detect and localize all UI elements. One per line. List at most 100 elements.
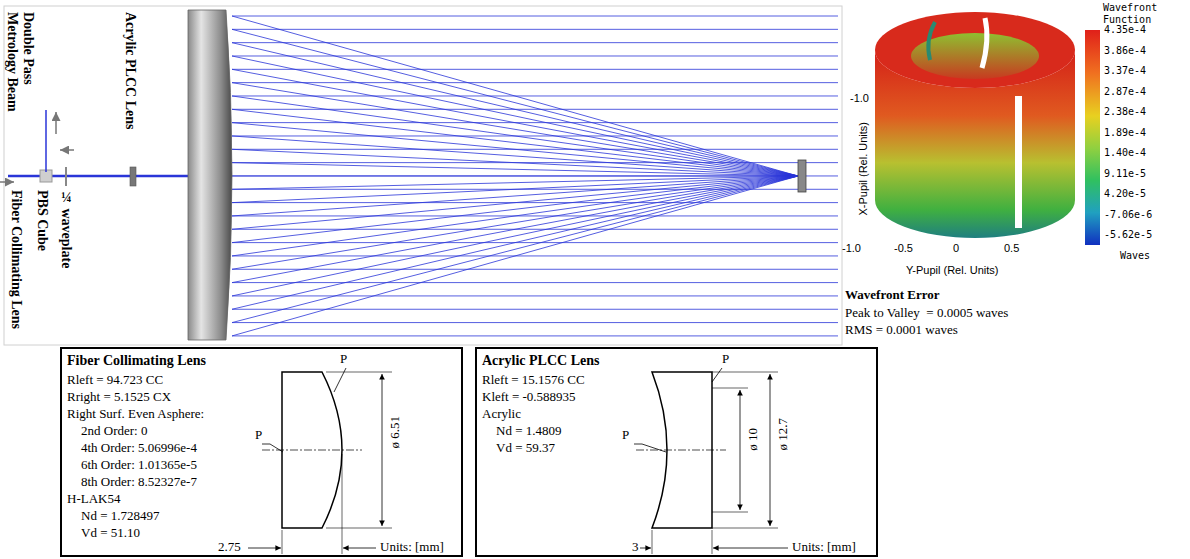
spec-line: 8th Order: 8.52327e-7 bbox=[81, 475, 197, 490]
component-label: ¼ waveplate bbox=[58, 190, 74, 268]
result-value: RMS = 0.0001 waves bbox=[845, 323, 958, 338]
collimated-ray bbox=[232, 95, 838, 96]
units-note: Units: [mm] bbox=[792, 540, 856, 555]
axis-tick: -1.0 bbox=[842, 242, 861, 255]
collimated-ray bbox=[232, 202, 838, 203]
spec-line: Rright = 5.1525 CX bbox=[67, 390, 171, 405]
converging-ray bbox=[232, 176, 798, 229]
fiber-lens-drawing bbox=[248, 368, 392, 554]
dimension: ø 10 bbox=[746, 428, 761, 451]
collimated-ray bbox=[232, 282, 838, 283]
component-label: PBS Cube bbox=[34, 190, 50, 251]
converging-ray bbox=[232, 109, 798, 176]
component-label: Double Pass Metrology Beam bbox=[4, 12, 36, 137]
surface-mark: P bbox=[722, 352, 729, 367]
spec-line: Vd = 59.37 bbox=[496, 441, 555, 456]
spec-line: Nd = 1.4809 bbox=[496, 424, 561, 439]
dimension: ø 12.7 bbox=[776, 418, 791, 451]
colorbar-value: 3.86e-4 bbox=[1104, 45, 1146, 57]
ray-bundle bbox=[232, 16, 838, 336]
large-lens bbox=[188, 10, 232, 340]
converging-ray bbox=[232, 176, 798, 269]
waveplate bbox=[65, 167, 67, 186]
layout-frame bbox=[4, 6, 842, 345]
spec-line: 4th Order: 5.06996e-4 bbox=[81, 441, 197, 456]
spec-line: Vd = 51.10 bbox=[81, 526, 140, 541]
colorbar-value: 3.37e-4 bbox=[1104, 65, 1146, 77]
dimension: 3 bbox=[632, 540, 639, 555]
collimated-ray bbox=[232, 295, 838, 296]
spec-line: H-LAK54 bbox=[67, 492, 120, 507]
result-value: Peak to Valley = 0.0005 waves bbox=[845, 306, 1008, 321]
collimated-ray bbox=[232, 29, 838, 30]
collimated-ray bbox=[232, 149, 838, 150]
focus-element bbox=[798, 160, 806, 192]
collimated-ray bbox=[232, 162, 838, 163]
axis-tick: 0.5 bbox=[1004, 242, 1019, 255]
spec-box: Fiber Collimating LensRleft = 94.723 CC R… bbox=[60, 347, 463, 557]
converging-ray bbox=[232, 175, 798, 176]
axis-title: X-Pupil (Rel. Units) bbox=[857, 122, 870, 216]
collimated-ray bbox=[232, 82, 838, 83]
collimated-ray bbox=[232, 269, 838, 270]
collimated-ray bbox=[232, 255, 838, 256]
box-heading: Acrylic PLCC Lens bbox=[482, 353, 599, 369]
result-heading: Wavefront Error bbox=[845, 288, 939, 303]
converging-ray bbox=[232, 176, 798, 296]
collimated-ray bbox=[232, 309, 838, 310]
dimension: 2.75 bbox=[218, 540, 241, 555]
converging-ray bbox=[232, 176, 798, 336]
collimated-ray bbox=[232, 109, 838, 110]
axis-title: Y-Pupil (Rel. Units) bbox=[906, 264, 999, 277]
spec-line: Nd = 1.728497 bbox=[81, 509, 159, 524]
metrology-beam bbox=[45, 110, 47, 172]
colorbar-unit: Waves bbox=[1120, 250, 1150, 262]
return-arrow bbox=[60, 149, 74, 151]
spec-line: Rleft = 15.1576 CC bbox=[482, 373, 585, 388]
converging-ray bbox=[232, 176, 798, 256]
spec-line: 6th Order: 1.01365e-5 bbox=[81, 458, 197, 473]
converging-ray bbox=[232, 176, 798, 243]
beam-arrow bbox=[55, 112, 57, 134]
component-label: Acrylic PLCC Lens bbox=[122, 12, 138, 129]
wavefront-torus bbox=[875, 12, 1075, 238]
small-lens bbox=[130, 167, 136, 186]
units-note: Units: [mm] bbox=[380, 540, 444, 555]
axis-tick: 0 bbox=[953, 242, 959, 255]
collimated-ray bbox=[232, 16, 838, 17]
converging-ray bbox=[232, 163, 798, 176]
spec-line: Rleft = 94.723 CC bbox=[67, 373, 163, 388]
colorbar-value: 1.89e-4 bbox=[1104, 127, 1146, 139]
color-bar bbox=[1085, 30, 1100, 245]
spec-line: Acrylic bbox=[482, 407, 521, 422]
colorbar-value: 4.20e-5 bbox=[1104, 188, 1146, 200]
surface-mark: P bbox=[255, 428, 262, 443]
axis-tick: -1.0 bbox=[850, 92, 869, 105]
collimated-ray bbox=[232, 135, 838, 136]
component-label: Fiber Collimating Lens bbox=[8, 190, 24, 329]
spec-line: 2nd Order: 0 bbox=[81, 424, 147, 439]
colorbar-value: -5.62e-5 bbox=[1104, 229, 1152, 241]
spec-line: Kleft = -0.588935 bbox=[482, 390, 576, 405]
colorbar-value: -7.06e-6 bbox=[1104, 209, 1152, 221]
collimated-ray bbox=[232, 42, 838, 43]
colorbar-value: 2.87e-4 bbox=[1104, 86, 1146, 98]
collimated-ray bbox=[232, 122, 838, 123]
collimated-ray bbox=[232, 69, 838, 70]
converging-ray bbox=[232, 56, 798, 176]
converging-ray bbox=[232, 83, 798, 176]
dimension: ø 6.51 bbox=[388, 416, 403, 449]
colorbar-value: 2.38e-4 bbox=[1104, 106, 1146, 118]
collimated-ray bbox=[232, 215, 838, 216]
spec-box: Acrylic PLCC LensRleft = 15.1576 CC Kleft… bbox=[475, 347, 878, 557]
converging-ray bbox=[232, 176, 798, 189]
colorbar-value: 1.40e-4 bbox=[1104, 147, 1146, 159]
box-heading: Fiber Collimating Lens bbox=[67, 353, 206, 369]
converging-ray bbox=[232, 176, 798, 283]
converging-ray bbox=[232, 176, 798, 203]
collimated-ray bbox=[232, 55, 838, 56]
axis-tick: -0.5 bbox=[894, 242, 913, 255]
fiber-input-arrow bbox=[0, 181, 14, 183]
collimated-ray bbox=[232, 175, 838, 176]
